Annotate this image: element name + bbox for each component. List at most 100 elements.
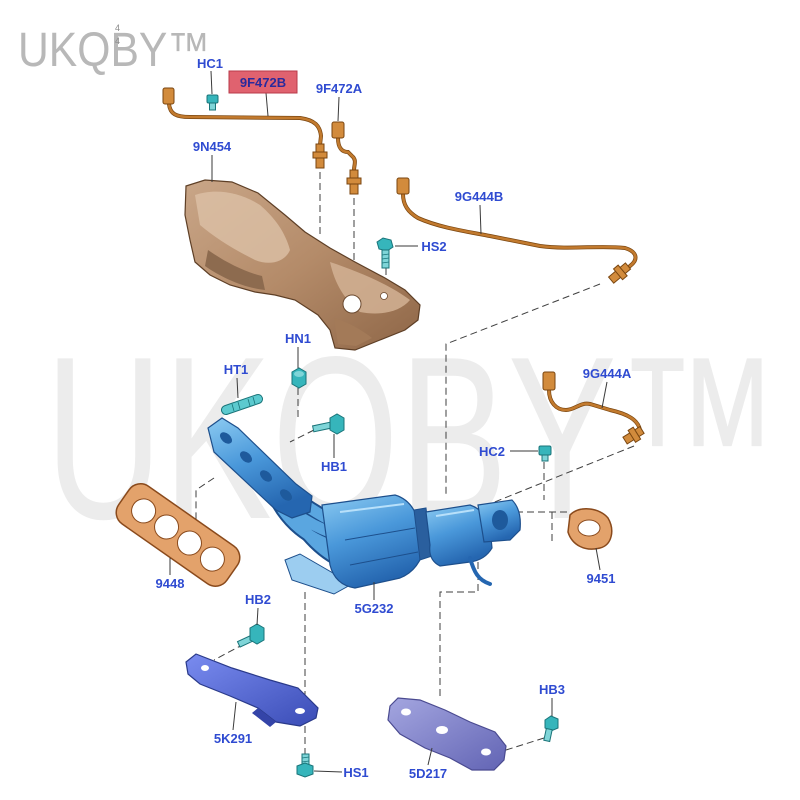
bolt-head xyxy=(376,237,394,252)
oxygen-sensor-9f472b xyxy=(162,87,328,169)
leader-9g444a xyxy=(601,381,608,409)
sensor-wire xyxy=(401,192,637,268)
flange-port-2 xyxy=(239,451,253,463)
flange-port-4 xyxy=(279,489,293,501)
label-hs1: HS1 xyxy=(343,765,368,780)
label-9f472b: 9F472B xyxy=(240,75,286,90)
leader-hc1 xyxy=(210,70,213,95)
label-hb2: HB2 xyxy=(245,592,271,607)
label-5g232: 5G232 xyxy=(354,601,393,616)
sensor-hex xyxy=(612,264,628,281)
heat-shield-bolt-hole xyxy=(380,292,388,300)
bracket-5d217 xyxy=(387,697,507,771)
part-labels: HC1 9F472B 9F472A 9N454 9G444B HS2 HN1 H… xyxy=(156,56,632,781)
label-9f472a: 9F472A xyxy=(316,81,363,96)
sensor-connector xyxy=(331,121,345,139)
exhaust-manifold-5g232 xyxy=(207,417,521,595)
stud-body xyxy=(222,395,262,414)
converter-1-highlight xyxy=(339,503,405,513)
label-5d217: 5D217 xyxy=(409,766,447,781)
label-hn1: HN1 xyxy=(285,331,311,346)
bracket-5k291-hole-2 xyxy=(295,708,305,714)
clip-head xyxy=(538,445,552,456)
bolt-shaft xyxy=(543,727,553,743)
label-9n454: 9N454 xyxy=(193,139,232,154)
sensor-hex xyxy=(312,151,328,159)
stud-ht1 xyxy=(221,394,263,415)
sensor-wire xyxy=(336,136,357,172)
leader-9f472b xyxy=(265,92,269,117)
sensor-connector xyxy=(396,177,410,195)
clip-stem xyxy=(209,102,216,111)
sensor-head xyxy=(622,425,645,445)
converter-heat-lip xyxy=(284,553,354,595)
sensor-connector xyxy=(542,371,556,391)
label-hc1: HC1 xyxy=(197,56,223,71)
label-hb1: HB1 xyxy=(321,459,347,474)
leader-5d217 xyxy=(427,747,433,766)
bolt-head xyxy=(249,623,265,645)
dashed-line-9g444b xyxy=(445,283,601,494)
leader-9451 xyxy=(595,547,601,571)
heat-shield-hole xyxy=(342,294,362,314)
bracket-5d217-hole-3 xyxy=(481,748,491,756)
clip-hc2 xyxy=(538,445,552,462)
gasket-9448-port-1 xyxy=(131,498,157,524)
corner-mark-2: 4 xyxy=(115,36,120,46)
bolt-hs1 xyxy=(296,753,314,778)
gasket-9448-port-2 xyxy=(154,514,180,540)
bolt-hb1 xyxy=(311,413,345,435)
bolt-head xyxy=(296,762,314,778)
gasket-9451-opening xyxy=(577,519,601,537)
bracket-5d217-body xyxy=(387,697,507,771)
sensor-head xyxy=(607,262,632,284)
leader-9f472a xyxy=(337,96,340,122)
bracket-5k291-hole-1 xyxy=(201,665,209,671)
leader-5k291 xyxy=(232,701,237,731)
leader-lines xyxy=(169,70,608,773)
gasket-9448-port-4 xyxy=(199,546,225,572)
heat-shield-cavity xyxy=(205,250,265,290)
corner-mark-1: 4 xyxy=(115,23,120,33)
dashed-line-hb1 xyxy=(289,429,315,443)
leader-hs1 xyxy=(313,770,343,773)
dashed-lines xyxy=(195,172,635,756)
converter-2-highlight xyxy=(435,509,475,517)
bolt-hs2 xyxy=(376,237,394,269)
nut-hn1 xyxy=(291,367,307,389)
bracket-5k291-face xyxy=(252,708,276,727)
bracket-5d217-hole-1 xyxy=(401,708,411,716)
outlet-opening xyxy=(492,510,508,530)
bolt-head xyxy=(329,413,345,435)
label-5k291: 5K291 xyxy=(214,731,252,746)
label-hs2: HS2 xyxy=(421,239,446,254)
corner-watermark: UKQBY™ xyxy=(18,24,210,77)
label-9g444a: 9G444A xyxy=(583,366,632,381)
nut-face xyxy=(294,371,304,377)
label-9451: 9451 xyxy=(587,571,616,586)
oxygen-sensor-9f472a xyxy=(331,121,362,195)
bolt-thread xyxy=(381,253,390,264)
heat-shield-raised-area xyxy=(195,191,290,263)
clip-head xyxy=(206,94,219,104)
bolt-thread xyxy=(301,756,310,763)
gasket-9448 xyxy=(115,483,241,587)
leader-ht1 xyxy=(236,377,239,399)
clip-stem xyxy=(541,454,549,462)
oxygen-sensor-9g444b xyxy=(396,177,638,284)
bracket-5d217-hole-2 xyxy=(436,726,448,734)
converter-1-shade xyxy=(344,527,419,566)
flange-port-3 xyxy=(259,470,273,482)
sensor-connector xyxy=(162,87,175,105)
label-ht1: HT1 xyxy=(224,362,249,377)
label-9f472b-highlight xyxy=(228,70,298,94)
stud-thread xyxy=(231,396,256,412)
gasket-9448-port-3 xyxy=(176,530,202,556)
bolt-head xyxy=(544,715,559,732)
label-9448: 9448 xyxy=(156,576,185,591)
flange-port-1 xyxy=(219,432,233,444)
clip-hc1 xyxy=(206,94,219,111)
sensor-hex xyxy=(627,426,642,443)
sensor-wire xyxy=(547,388,642,432)
